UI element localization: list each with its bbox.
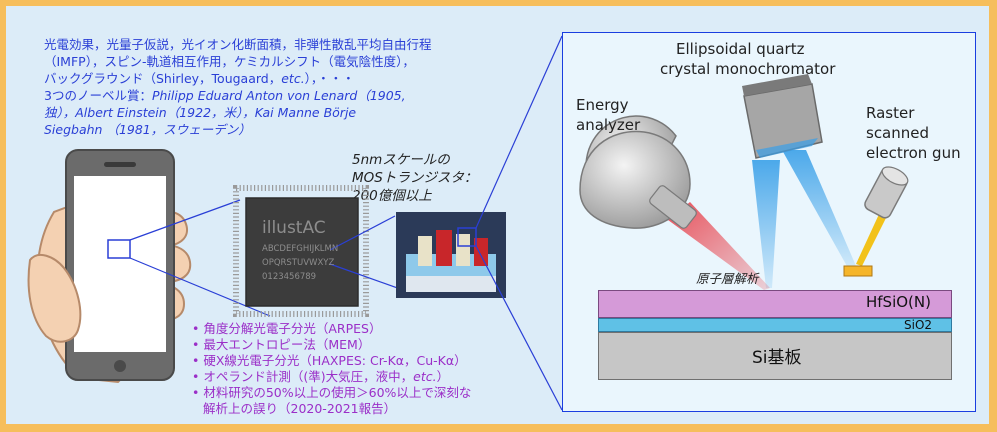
chip-brand: illustAC xyxy=(262,218,326,238)
concepts-etc: etc. xyxy=(281,71,305,86)
gun-label-2: scanned xyxy=(866,124,930,142)
bullet-misuse-text: 材料研究の50%以上の使用＞60%以上で深刻な xyxy=(203,385,472,400)
target-pad xyxy=(843,265,873,277)
transistor-caption-2: MOSトランジスタ： xyxy=(352,170,478,186)
hfsio-label: HfSiO(N) xyxy=(866,293,931,311)
si-substrate-label: Si基板 xyxy=(752,348,802,368)
smartphone-illustration xyxy=(65,149,175,381)
atomic-layer-label: 原子層解析 xyxy=(696,271,759,286)
ic-chip-illustration xyxy=(233,185,369,317)
nobel-line-1: 3つのノーベル賞：Philipp Eduard Anton von Lenard… xyxy=(44,85,406,104)
monochromator-crystal-icon xyxy=(742,74,823,159)
bullet-operando-text-a: オペランド計測（(準)大気圧，液中， xyxy=(203,369,414,384)
monochromator-label-2: crystal monochromator xyxy=(660,60,836,78)
sio2-label: SiO2 xyxy=(904,318,933,332)
hfsio-layer xyxy=(598,290,952,318)
bullet-misuse-cont: 解析上の誤り（2020-2021報告） xyxy=(203,401,397,416)
bullet-misuse: • 材料研究の50%以上の使用＞60%以上で深刻な xyxy=(192,385,472,400)
bullet-haxpes: • 硬X線光電子分光（HAXPES: Cr-Kα，Cu-Kα） xyxy=(192,353,467,368)
xray-beam-2 xyxy=(782,150,856,268)
photoelectron-beam xyxy=(668,202,770,290)
zoom-line-transistor-top xyxy=(329,215,396,251)
bullet-arpes-text: 角度分解光電子分光（ARPES） xyxy=(203,321,382,336)
nobel-lenard: Philipp Eduard Anton von Lenard（1905, xyxy=(151,88,406,103)
chip-row-3: 0123456789 xyxy=(262,272,317,282)
bullet-operando: • オペランド計測（(準)大気圧，液中，etc.） xyxy=(192,369,450,384)
nobel-line-3: Siegbahn （1981，スウェーデン） xyxy=(44,122,251,137)
sio2-layer xyxy=(598,318,952,332)
concepts-line-3: バックグラウンド（Shirley，Tougaard，etc.），・・・ xyxy=(44,68,355,87)
chip-row-1: ABCDEFGHIJKLMN xyxy=(262,244,339,254)
electron-gun-icon xyxy=(864,166,909,219)
si-substrate-layer xyxy=(598,332,952,380)
gun-label-3: electron gun xyxy=(866,144,961,162)
concepts-line-3a: バックグラウンド（Shirley，Tougaard， xyxy=(44,71,282,86)
concepts-line-1: 光電効果，光量子仮説，光イオン化断面積，非弾性散乱平均自由行程 xyxy=(44,37,432,52)
transistor-caption-3: 200億個以上 xyxy=(352,188,432,204)
xray-beam-1 xyxy=(752,160,780,288)
zoom-line-chip-top xyxy=(129,199,241,241)
transistor-image xyxy=(396,212,506,298)
concepts-line-2: （IMFP），スピン-軌道相互作用，ケミカルシフト（電気陰性度）， xyxy=(44,54,415,69)
bullet-operando-text-b: ） xyxy=(436,369,450,384)
zoom-line-inset-bottom xyxy=(475,245,563,411)
thumb-illustration xyxy=(27,253,82,343)
gun-label-1: Raster xyxy=(866,104,915,122)
transistor-caption-1: 5nmスケールの xyxy=(352,152,450,168)
bullet-operando-etc: etc. xyxy=(413,369,437,384)
zoom-line-inset-top xyxy=(475,35,563,229)
nobel-label: 3つのノーベル賞： xyxy=(44,88,152,103)
concepts-line-3b: ），・・・ xyxy=(304,71,355,86)
analyzer-label-2: analyzer xyxy=(576,116,641,134)
electron-beam xyxy=(856,212,888,266)
energy-analyzer-icon xyxy=(579,115,697,229)
bullet-mem: • 最大エントロピー法（MEM） xyxy=(192,337,371,352)
nobel-line-2: 独），Albert Einstein（1922，米），Kai Manne Bör… xyxy=(44,105,357,120)
bullet-haxpes-text: 硬X線光電子分光（HAXPES: Cr-Kα，Cu-Kα） xyxy=(203,353,467,368)
monochromator-label-1: Ellipsoidal quartz xyxy=(676,40,805,58)
analyzer-label-1: Energy xyxy=(576,96,629,114)
bullet-arpes: • 角度分解光電子分光（ARPES） xyxy=(192,321,382,336)
chip-row-2: OPQRSTUVWXYZ xyxy=(262,258,335,268)
bullet-mem-text: 最大エントロピー法（MEM） xyxy=(203,337,371,352)
